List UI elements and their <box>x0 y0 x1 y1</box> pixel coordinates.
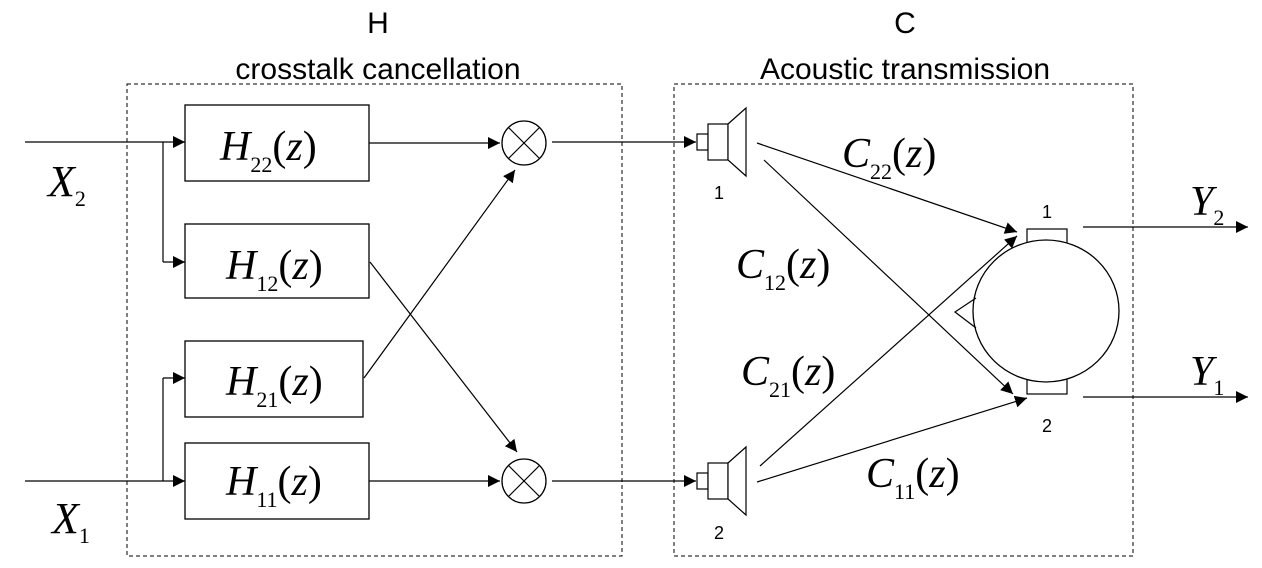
filter-h21-symbol: H <box>225 359 259 405</box>
top-summing-junction <box>501 120 547 166</box>
input-x2-subscript: 2 <box>75 186 86 211</box>
ear-1-number: 1 <box>1042 202 1052 222</box>
output-y2-label: Y2 <box>1190 179 1224 230</box>
filter-h11-subscript: 11 <box>256 487 277 512</box>
path-c22-subscript: 22 <box>870 159 892 184</box>
output-y2-symbol: Y <box>1190 179 1218 225</box>
filter-h21-label: H21(z) <box>225 359 323 412</box>
input-x1-symbol: X <box>50 494 81 543</box>
bottom-summing-junction <box>501 458 547 504</box>
loudspeaker-1-icon <box>696 106 747 178</box>
acoustic-transmission-frame <box>673 83 1134 557</box>
filter-h11-arg: z <box>291 459 308 505</box>
path-c12-subscript: 12 <box>764 270 786 295</box>
filter-h12-label: H12(z) <box>225 243 323 296</box>
path-c21-arg: z <box>804 349 821 395</box>
path-c21-label: C21(z) <box>741 349 835 402</box>
section-h-title: crosstalk cancellation <box>235 53 520 86</box>
path-c21-subscript: 21 <box>769 377 791 402</box>
filter-h21-arg: z <box>291 359 308 405</box>
path-c21-symbol: C <box>741 349 770 395</box>
filter-h12-arg: z <box>291 243 308 289</box>
input-x2-label: X2 <box>46 157 86 211</box>
section-c-letter: C <box>894 7 916 40</box>
filter-h12-subscript: 12 <box>256 271 278 296</box>
path-c11-line <box>756 395 1028 483</box>
filter-h22-symbol: H <box>219 124 253 170</box>
path-c22-line <box>756 142 1018 234</box>
filter-h11-label: H11(z) <box>225 459 322 512</box>
path-c11-arg: z <box>928 451 945 497</box>
path-c22-label: C22(z) <box>842 131 936 184</box>
output-y1-subscript: 1 <box>1213 375 1224 400</box>
filter-h12-box <box>184 223 370 299</box>
crosstalk-cancellation-frame <box>126 83 623 557</box>
input-x1-subscript: 1 <box>79 523 90 548</box>
path-c12-symbol: C <box>736 242 765 288</box>
path-c12-line <box>763 159 1014 395</box>
ear-2-number: 2 <box>1042 416 1052 436</box>
filter-h21-subscript: 21 <box>256 387 278 412</box>
path-c11-label: C11(z) <box>866 451 960 504</box>
filter-h22-arg: z <box>285 124 302 170</box>
listener-head-icon <box>953 228 1120 395</box>
section-c-title: Acoustic transmission <box>760 53 1050 86</box>
path-c11-subscript: 11 <box>894 479 915 504</box>
filter-h22-subscript: 22 <box>250 152 272 177</box>
input-x1-label: X1 <box>50 494 90 548</box>
output-y1-symbol: Y <box>1190 349 1218 395</box>
h12-to-bottom-sum-arrow <box>369 261 518 453</box>
section-h-letter: H <box>367 7 389 40</box>
filter-h11-symbol: H <box>225 459 259 505</box>
filter-h11-box <box>184 442 370 520</box>
path-c12-label: C12(z) <box>736 242 830 295</box>
path-c11-symbol: C <box>866 451 895 497</box>
path-c22-arg: z <box>905 131 922 177</box>
h21-to-top-sum-arrow <box>363 169 516 379</box>
path-c21-line <box>759 235 1018 467</box>
path-c22-symbol: C <box>842 131 871 177</box>
output-y2-subscript: 2 <box>1213 205 1224 230</box>
filter-h22-label: H22(z) <box>219 124 317 177</box>
filter-h21-box <box>184 340 364 418</box>
loudspeaker-2-icon <box>696 445 747 517</box>
speaker-1-number: 1 <box>714 183 724 203</box>
filter-h12-symbol: H <box>225 243 259 289</box>
speaker-2-number: 2 <box>714 523 724 543</box>
path-c12-arg: z <box>799 242 816 288</box>
output-y1-label: Y1 <box>1190 349 1224 400</box>
input-x2-symbol: X <box>46 157 77 206</box>
